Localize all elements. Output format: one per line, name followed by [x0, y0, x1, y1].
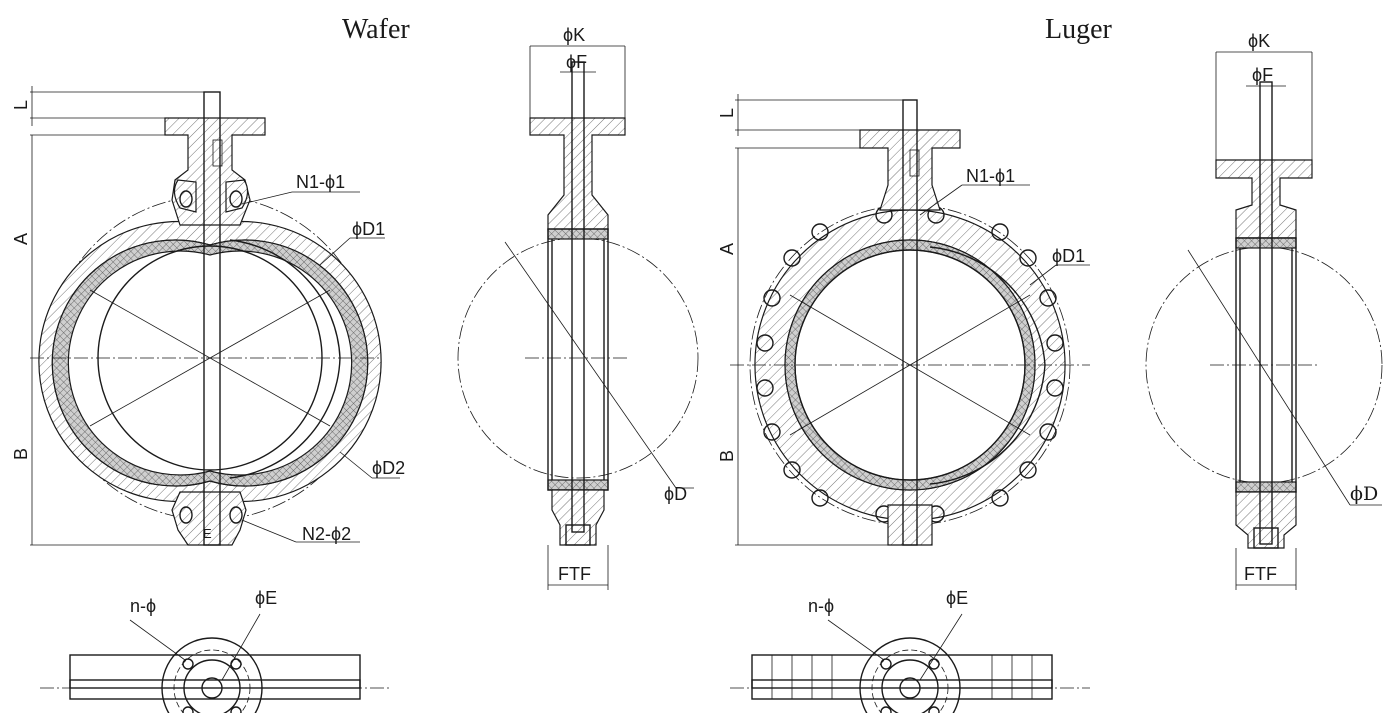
label-E: E	[203, 526, 212, 541]
label-n: n-ϕ	[130, 596, 156, 616]
wafer-top-view: n-ϕ ϕE	[40, 588, 390, 713]
dim-B: B	[11, 448, 31, 460]
wafer-side-view: ϕK ϕF ϕD FTF	[457, 25, 699, 590]
label-D: ϕD	[664, 484, 687, 504]
label-F: ϕF	[566, 52, 587, 72]
luger-top-view: n-ϕ ϕE	[730, 588, 1090, 713]
label-K: ϕK	[563, 25, 585, 45]
luger-label-F: ϕF	[1252, 65, 1273, 85]
luger-dim-L: L	[717, 108, 737, 118]
luger-label-N1: N1-ϕ1	[966, 166, 1015, 186]
wafer-title: Wafer	[342, 14, 410, 45]
lug-holes	[756, 206, 1064, 523]
luger-side-view: ϕK ϕF ϕD FTF	[1145, 31, 1383, 590]
luger-label-K: ϕK	[1248, 31, 1270, 51]
luger-label-D1: ϕD1	[1052, 246, 1085, 266]
label-FTF: FTF	[558, 564, 591, 584]
label-D1: ϕD1	[352, 219, 385, 239]
wafer-front-view: L A B N1-ϕ1 ϕD1 ϕD2 N2-ϕ2 E	[11, 86, 405, 546]
luger-dim-A: A	[717, 243, 737, 255]
luger-label-E-top: ϕE	[946, 588, 968, 608]
label-E-top: ϕE	[255, 588, 277, 608]
label-D2: ϕD2	[372, 458, 405, 478]
luger-label-FTF: FTF	[1244, 564, 1277, 584]
label-N2: N2-ϕ2	[302, 524, 351, 544]
luger-label-n: n-ϕ	[808, 596, 834, 616]
luger-front-view: L A B N1-ϕ1 ϕD1	[717, 94, 1090, 546]
luger-dim-B: B	[717, 450, 737, 462]
luger-title: Luger	[1045, 14, 1113, 45]
dim-L: L	[11, 100, 31, 110]
label-N1: N1-ϕ1	[296, 172, 345, 192]
dim-A: A	[11, 233, 31, 245]
luger-label-D: ϕD	[1350, 483, 1378, 505]
